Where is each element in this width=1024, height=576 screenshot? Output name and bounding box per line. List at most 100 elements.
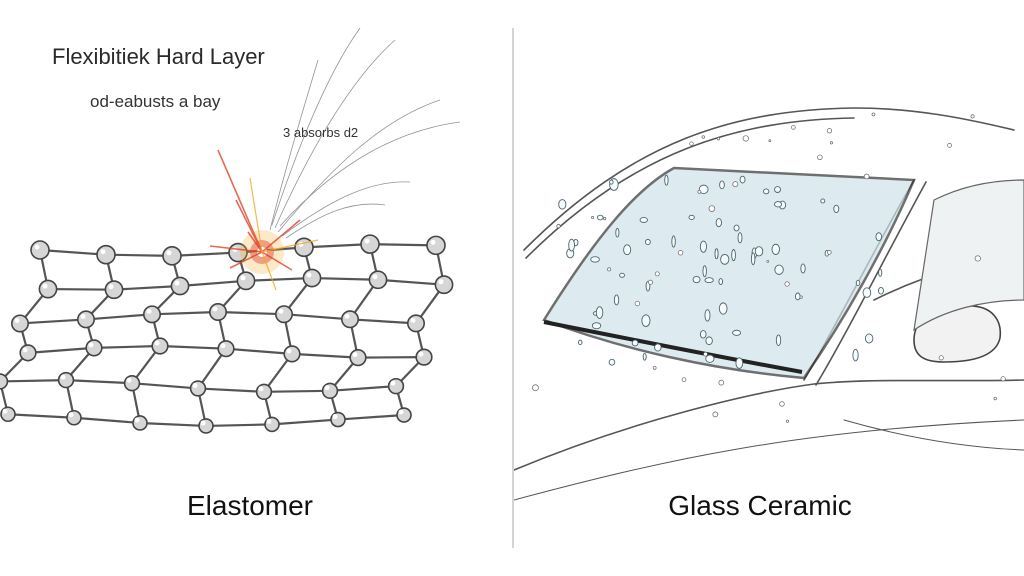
water-droplet: [556, 224, 561, 229]
lattice-node-highlight: [364, 238, 370, 244]
lattice-node-highlight: [126, 377, 132, 383]
water-droplet: [768, 139, 772, 143]
water-droplet: [827, 250, 832, 255]
lattice-node: [434, 275, 454, 295]
water-droplet: [532, 384, 539, 392]
lattice-node: [396, 407, 412, 423]
lattice-bond: [171, 251, 239, 257]
lattice-node-highlight: [68, 412, 74, 418]
lattice-bond: [197, 387, 265, 393]
lattice-node: [38, 279, 58, 299]
water-droplet: [642, 352, 647, 361]
lattice-bond: [357, 356, 425, 359]
lattice-node: [255, 383, 273, 401]
lattice-bond: [139, 421, 207, 428]
lattice-node-highlight: [42, 283, 48, 289]
lattice-node: [57, 371, 75, 389]
lattice-node-highlight: [438, 279, 444, 285]
lattice-bond: [73, 416, 141, 425]
water-droplet: [791, 125, 796, 130]
water-droplet: [750, 252, 756, 266]
lattice-node: [368, 270, 388, 290]
water-droplet: [639, 216, 648, 223]
water-droplet: [699, 240, 708, 253]
water-droplet: [705, 336, 713, 346]
car-roof-line: [523, 107, 1015, 251]
lattice-node-highlight: [278, 308, 284, 314]
water-droplet: [568, 238, 575, 252]
water-droplet: [718, 278, 724, 285]
water-droplet: [947, 143, 952, 148]
water-droplet: [774, 186, 781, 193]
lattice-bond: [27, 346, 95, 354]
water-droplet: [766, 259, 770, 263]
water-droplet: [820, 198, 826, 204]
water-droplet: [644, 238, 651, 246]
water-droplet: [855, 279, 861, 287]
water-droplet: [631, 339, 639, 347]
lattice-bond: [271, 418, 339, 426]
lattice-bond: [47, 287, 115, 291]
lattice-node: [387, 377, 405, 395]
lattice-node-highlight: [134, 417, 140, 423]
water-droplet: [704, 309, 711, 322]
water-droplet: [718, 302, 728, 315]
water-droplet: [720, 254, 730, 265]
water-droplet: [993, 396, 997, 401]
lattice-node-highlight: [100, 249, 106, 255]
lattice-bond: [131, 382, 199, 390]
lattice-node: [96, 244, 116, 265]
car-hood-line: [514, 379, 1024, 471]
lattice-node-highlight: [430, 239, 436, 245]
water-droplet: [619, 272, 625, 278]
impact-spark: [209, 149, 319, 291]
water-droplet: [689, 141, 694, 146]
lattice-bond: [329, 385, 397, 392]
water-droplet: [852, 348, 859, 362]
lattice-node: [162, 246, 182, 266]
lattice-bond: [377, 278, 445, 286]
lattice-node: [283, 345, 301, 363]
lattice-node: [302, 268, 322, 288]
lattice-bond: [349, 318, 417, 325]
water-droplet: [735, 357, 744, 369]
water-droplet: [775, 334, 782, 346]
lattice-bond: [85, 313, 153, 321]
lattice-node: [330, 411, 346, 428]
car-windshield-sketch: [514, 107, 1024, 501]
lattice-node: [77, 310, 96, 329]
water-droplet: [623, 244, 632, 256]
lattice-node-highlight: [192, 382, 198, 388]
lattice-node-highlight: [410, 317, 416, 323]
water-droplet: [590, 256, 600, 263]
water-droplet: [771, 243, 780, 255]
water-droplet: [731, 249, 736, 262]
water-droplet: [677, 250, 684, 256]
lattice-bond: [179, 279, 247, 288]
lattice-node: [264, 416, 280, 433]
lattice-node-highlight: [220, 343, 226, 349]
lattice-node: [415, 348, 433, 366]
water-droplet: [826, 128, 833, 134]
lattice-node-highlight: [146, 308, 152, 314]
water-droplet: [817, 154, 823, 161]
water-droplet: [715, 218, 722, 228]
lattice-node-highlight: [266, 418, 272, 424]
water-droplet: [871, 112, 876, 117]
lattice-bond: [39, 248, 107, 256]
water-droplet: [970, 114, 975, 119]
lattice-bond: [65, 379, 133, 385]
water-droplet: [596, 214, 604, 221]
lattice-node-highlight: [80, 313, 86, 319]
water-droplet: [878, 286, 884, 295]
water-droplet: [875, 232, 883, 242]
lattice-node: [426, 235, 446, 256]
lattice-node: [321, 382, 339, 399]
water-droplet: [774, 201, 782, 208]
lattice-node: [11, 314, 29, 333]
lattice-node-highlight: [390, 380, 396, 386]
water-droplet: [708, 205, 716, 212]
water-droplet: [681, 377, 687, 382]
lattice-bond: [217, 310, 285, 316]
lattice-bond: [7, 413, 75, 419]
